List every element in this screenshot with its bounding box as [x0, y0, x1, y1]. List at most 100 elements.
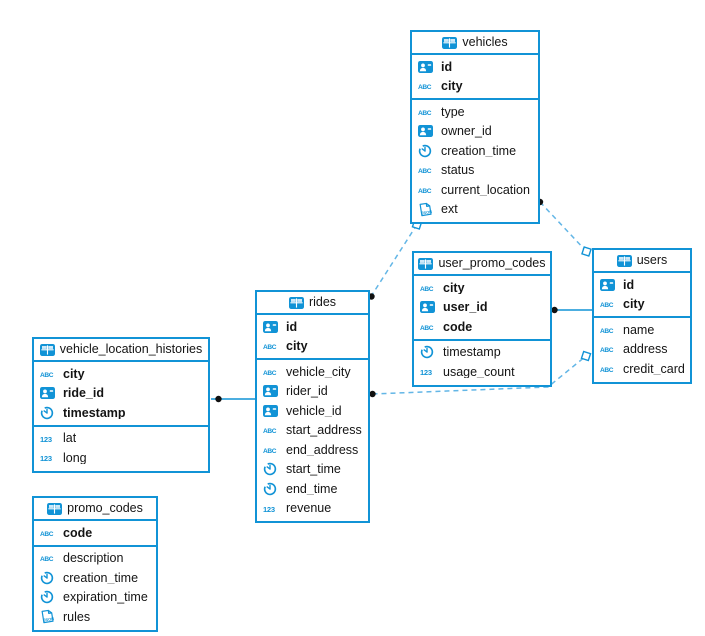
svg-text:ABC: ABC [420, 325, 434, 332]
field-row-credit_card: ABC credit_card [594, 359, 690, 379]
field-name: address [623, 343, 668, 356]
svg-text:ABC: ABC [263, 370, 277, 377]
field-name: city [441, 80, 463, 93]
uuid-type-icon [40, 387, 58, 400]
string-type-icon: ABC [418, 81, 436, 91]
field-name: start_time [286, 463, 341, 476]
field-name: timestamp [63, 406, 126, 419]
field-name: status [441, 164, 475, 177]
table-user_promo_codes[interactable]: user_promo_codes ABC city user_id ABC co… [412, 251, 552, 387]
table-header-vehicle_location_histories[interactable]: vehicle_location_histories [34, 339, 208, 362]
table-icon [418, 257, 434, 270]
field-list: id ABC city ABC vehicle_city rider_id [257, 315, 368, 521]
table-users[interactable]: users id ABC city ABC name [592, 248, 692, 384]
field-name: lat [63, 432, 77, 445]
field-row-code: ABC code [414, 317, 550, 337]
field-row-vehicle_city: ABC vehicle_city [257, 362, 368, 382]
field-name: timestamp [443, 346, 501, 359]
field-name: city [623, 298, 645, 311]
timestamp-type-icon [40, 571, 58, 585]
field-row-id: id [257, 317, 368, 337]
field-row-timestamp: timestamp [414, 343, 550, 363]
primary-key-separator [34, 424, 208, 427]
table-vehicle_location_histories[interactable]: vehicle_location_histories ABC city ride… [32, 337, 210, 473]
field-row-long: 123 long [34, 448, 208, 468]
string-type-icon: ABC [40, 528, 58, 538]
svg-text:ABC: ABC [40, 372, 54, 379]
field-row-lat: 123 lat [34, 429, 208, 449]
string-type-icon: ABC [418, 107, 436, 117]
relationship-dot-marker [369, 390, 376, 398]
string-type-icon: ABC [420, 322, 438, 332]
uuid-type-icon [420, 301, 438, 314]
svg-text:ABC: ABC [418, 110, 432, 117]
svg-text:ABC: ABC [418, 188, 432, 195]
uuid-type-icon [418, 60, 436, 73]
table-title: vehicles [462, 35, 508, 50]
number-type-icon: 123 [40, 452, 58, 463]
field-name: vehicle_city [286, 365, 351, 378]
uuid-type-icon [600, 278, 618, 291]
field-row-revenue: 123 revenue [257, 499, 368, 519]
string-type-icon: ABC [600, 325, 618, 335]
svg-text:JSON: JSON [43, 616, 54, 623]
timestamp-type-icon [40, 406, 58, 420]
field-name: id [441, 60, 453, 73]
field-name: creation_time [441, 144, 517, 157]
field-row-start_address: ABC start_address [257, 421, 368, 441]
field-list: id ABC city ABC type owner_id [412, 55, 538, 222]
field-name: type [441, 105, 465, 118]
table-header-vehicles[interactable]: vehicles [412, 32, 538, 55]
field-row-creation_time: creation_time [34, 568, 156, 588]
string-type-icon: ABC [418, 185, 436, 195]
field-name: rules [63, 610, 91, 623]
timestamp-type-icon [263, 482, 281, 496]
table-title: promo_codes [67, 501, 143, 516]
field-row-description: ABC description [34, 549, 156, 569]
string-type-icon: ABC [263, 341, 281, 351]
table-vehicles[interactable]: vehicles id ABC city ABC type [410, 30, 540, 224]
field-name: city [443, 281, 465, 294]
table-rides[interactable]: rides id ABC city ABC vehicle_city [255, 290, 370, 523]
field-list: id ABC city ABC name ABC address ABC cre… [594, 273, 690, 382]
uuid-type-icon [263, 320, 281, 333]
table-header-users[interactable]: users [594, 250, 690, 273]
field-name: vehicle_id [286, 404, 342, 417]
field-row-rules: JSON rules [34, 607, 156, 627]
table-header-user_promo_codes[interactable]: user_promo_codes [414, 253, 550, 276]
string-type-icon: ABC [600, 364, 618, 374]
timestamp-type-icon [418, 144, 436, 158]
field-row-id: id [594, 275, 690, 295]
relationship-vehicles-users [539, 201, 588, 253]
primary-key-separator [257, 358, 368, 360]
field-name: creation_time [63, 571, 139, 584]
field-name: description [63, 552, 124, 565]
string-type-icon: ABC [263, 445, 281, 455]
field-row-name: ABC name [594, 320, 690, 340]
svg-text:ABC: ABC [263, 428, 277, 435]
svg-text:ABC: ABC [263, 448, 277, 455]
json-type-icon: JSON [40, 609, 58, 624]
table-header-rides[interactable]: rides [257, 292, 368, 315]
field-name: city [286, 340, 308, 353]
table-icon [288, 296, 304, 309]
table-header-promo_codes[interactable]: promo_codes [34, 498, 156, 521]
field-name: code [63, 526, 93, 539]
table-promo_codes[interactable]: promo_codes ABC code ABC description cre… [32, 496, 158, 632]
table-title: rides [308, 295, 337, 310]
timestamp-type-icon [420, 345, 438, 359]
json-type-icon: JSON [418, 202, 436, 217]
field-name: code [443, 320, 473, 333]
relationship-square-marker [581, 246, 592, 257]
primary-key-separator [414, 338, 550, 341]
field-row-city: ABC city [414, 278, 550, 298]
field-row-ride_id: ride_id [34, 384, 208, 404]
table-icon [616, 254, 632, 267]
field-row-type: ABC type [412, 102, 538, 122]
number-type-icon: 123 [40, 433, 58, 444]
field-name: usage_count [443, 365, 515, 378]
svg-text:ABC: ABC [420, 286, 434, 293]
field-name: user_id [443, 301, 488, 314]
